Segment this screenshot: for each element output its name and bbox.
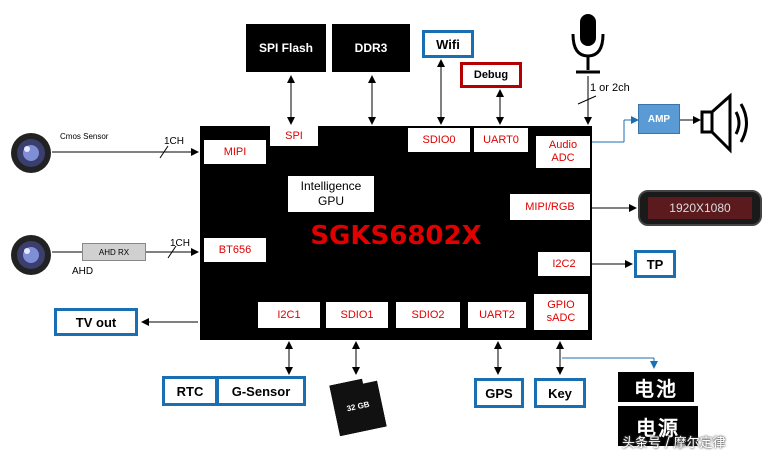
gps-block: GPS [474, 378, 524, 408]
port-mipi: MIPI [204, 140, 266, 164]
port-uart2: UART2 [468, 302, 526, 328]
debug-block: Debug [460, 62, 522, 88]
audio-adc-line2: ADC [551, 152, 575, 164]
mic-channels-label: 1 or 2ch [590, 82, 630, 94]
port-audio-adc: Audio ADC [536, 136, 590, 168]
cmos-sensor-label: Cmos Sensor [60, 132, 109, 141]
spi-flash-block: SPI Flash [246, 24, 326, 72]
power-block: 电源 [618, 406, 698, 446]
microphone-icon [571, 14, 605, 74]
ahd-camera-icon [11, 235, 51, 275]
port-bt656: BT656 [204, 238, 266, 262]
chip-name: SGKS6802X [310, 221, 482, 251]
gpio-line1: GPIO [547, 299, 575, 311]
port-sdio1: SDIO1 [326, 302, 388, 328]
ch1-bottom-label: 1CH [170, 238, 191, 249]
gpio-line2: sADC [546, 312, 576, 324]
ahd-rx-block: AHD RX [82, 243, 146, 261]
audio-adc-line1: Audio [548, 139, 578, 151]
g-sensor-block: G-Sensor [216, 376, 306, 406]
port-i2c2: I2C2 [538, 252, 590, 276]
sd-card-capacity: 32 GB [345, 399, 371, 413]
port-i2c1: I2C1 [258, 302, 320, 328]
rtc-block: RTC [162, 376, 218, 406]
port-spi: SPI [270, 126, 318, 146]
display-panel: 1920X1080 [638, 190, 762, 226]
battery-block: 电池 [618, 372, 694, 402]
tp-block: TP [634, 250, 676, 278]
port-gpio-sadc: GPIO sADC [534, 294, 588, 330]
gpu-label-line2: GPU [317, 194, 344, 208]
port-mipi-rgb: MIPI/RGB [510, 194, 590, 220]
tv-out-block: TV out [54, 308, 138, 336]
watermark: 头条号 / 摩尔定律 [622, 436, 726, 451]
port-sdio2: SDIO2 [396, 302, 460, 328]
speaker-icon [700, 92, 748, 154]
gpu-label-line1: Intelligence [300, 179, 362, 193]
ddr3-block: DDR3 [332, 24, 410, 72]
key-block: Key [534, 378, 586, 408]
port-uart0: UART0 [474, 128, 528, 152]
cmos-camera-icon [11, 133, 51, 173]
ch1-top-label: 1CH [164, 136, 185, 147]
gpu-block: Intelligence GPU [288, 176, 374, 212]
ahd-label: AHD [72, 266, 94, 277]
amp-block: AMP [638, 104, 680, 134]
port-sdio0: SDIO0 [408, 128, 470, 152]
display-resolution: 1920X1080 [648, 197, 752, 219]
wifi-block: Wifi [422, 30, 474, 58]
